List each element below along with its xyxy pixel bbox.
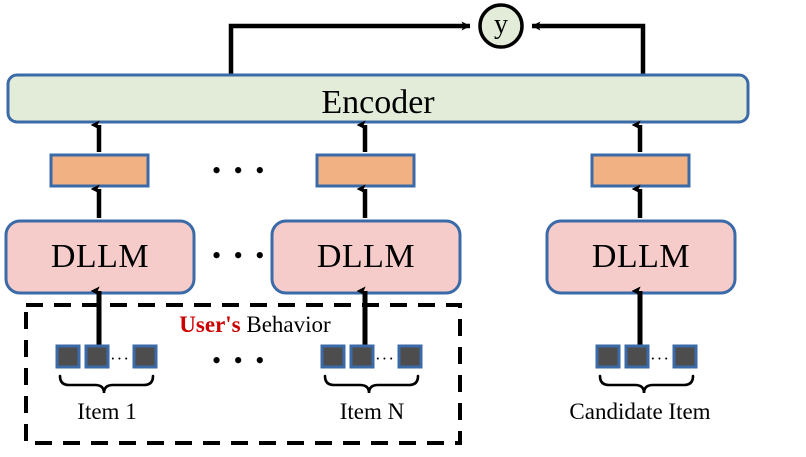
ellipsis-between-items: • • • bbox=[212, 346, 268, 375]
tokens-to-dllm-arrows bbox=[90, 286, 643, 345]
caption-item-1: Item 1 bbox=[77, 399, 137, 424]
embedding-box-candidate-item bbox=[590, 153, 691, 188]
token-ellipsis-item-1: ··· bbox=[110, 349, 130, 368]
ellipsis-between-models: • • • bbox=[212, 241, 268, 270]
output-node-y bbox=[478, 3, 524, 49]
dllm-to-embedding-arrows bbox=[90, 184, 643, 218]
embedding-box-item-1 bbox=[49, 153, 150, 188]
caption-candidate-item: Candidate Item bbox=[569, 399, 711, 424]
encoder-label: Encoder bbox=[321, 84, 435, 121]
user-behavior-dashed-box bbox=[24, 303, 462, 445]
output-node-label: y bbox=[494, 9, 508, 40]
user-behavior-label: User's Behavior bbox=[140, 313, 370, 336]
user-behavior-highlight: User's bbox=[179, 312, 241, 337]
brace-item-n bbox=[323, 374, 420, 394]
token-ellipsis-item-n: ··· bbox=[375, 349, 395, 368]
dllm-label-item-1: DLLM bbox=[50, 238, 150, 275]
caption-item-n: Item N bbox=[339, 399, 405, 424]
token-ellipsis-candidate-item: ··· bbox=[650, 349, 670, 368]
brace-item-1 bbox=[58, 374, 155, 394]
token-squares-item-1 bbox=[55, 344, 158, 369]
brace-candidate-item bbox=[598, 374, 695, 394]
encoder-box bbox=[6, 73, 750, 124]
embedding-to-encoder-arrows bbox=[90, 120, 643, 152]
token-squares-item-n bbox=[320, 344, 423, 369]
dllm-label-item-n: DLLM bbox=[316, 238, 416, 275]
embedding-box-item-n bbox=[315, 153, 416, 188]
dllm-label-candidate-item: DLLM bbox=[591, 238, 691, 275]
encoder-to-output-left-path bbox=[228, 21, 471, 75]
user-behavior-rest: Behavior bbox=[240, 312, 331, 337]
ellipsis-between-embeddings: • • • bbox=[212, 156, 268, 185]
token-squares-candidate-item bbox=[595, 344, 698, 369]
encoder-to-output-right-path bbox=[531, 21, 646, 75]
